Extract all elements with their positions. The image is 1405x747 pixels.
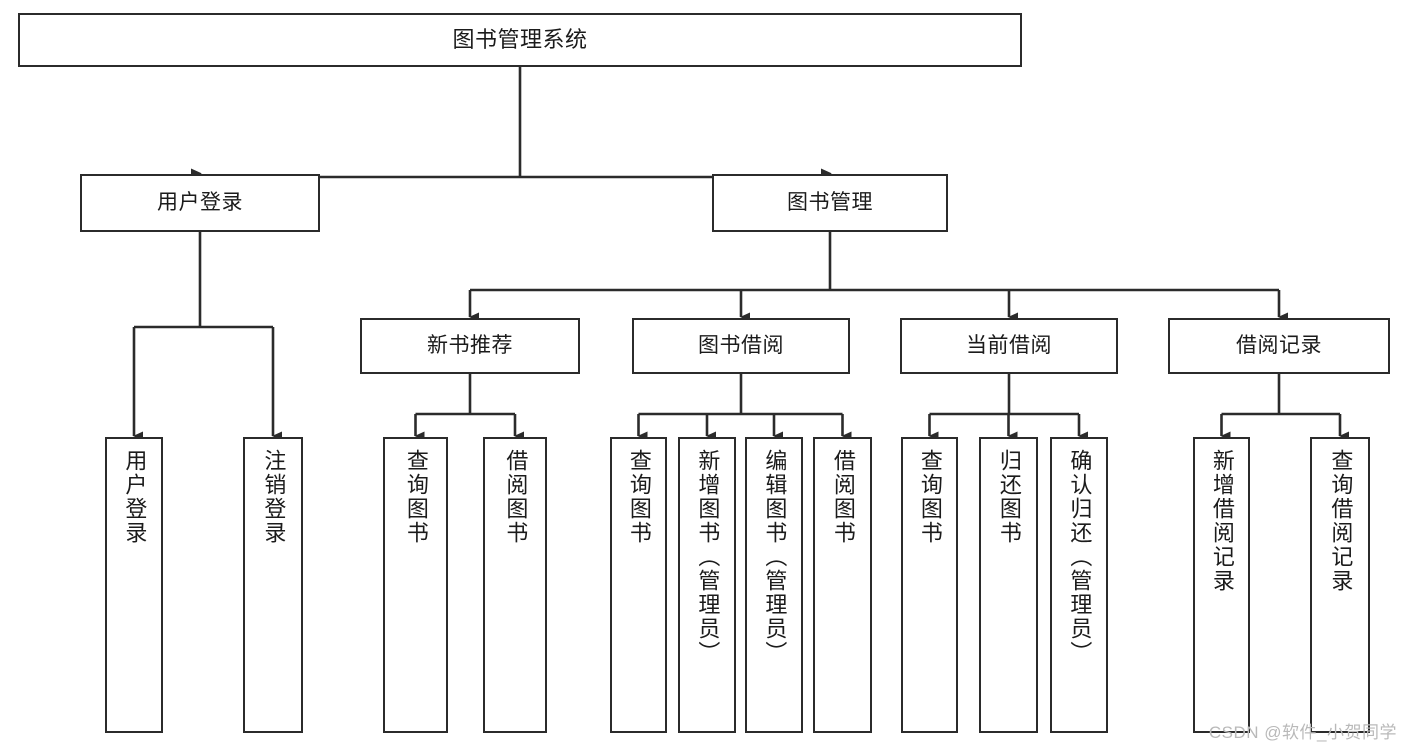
node-leaf-edit-book[interactable]: 编辑图书（管理员） — [745, 437, 803, 733]
node-borrow-record[interactable]: 借阅记录 — [1168, 318, 1390, 374]
node-book-manage[interactable]: 图书管理 — [712, 174, 948, 232]
node-label: 用户登录 — [122, 449, 148, 545]
node-label: 查询图书 — [626, 449, 652, 545]
node-label: 查询图书 — [917, 449, 943, 545]
node-book-borrow[interactable]: 图书借阅 — [632, 318, 850, 374]
node-label: 注销登录 — [261, 449, 287, 545]
node-leaf-borrow-book-1[interactable]: 借阅图书 — [483, 437, 547, 733]
node-label: 新增借阅记录 — [1209, 449, 1235, 593]
node-label: 借阅图书 — [830, 449, 856, 545]
node-label: 借阅图书 — [503, 449, 529, 545]
node-current-borrow[interactable]: 当前借阅 — [900, 318, 1118, 374]
node-leaf-add-record[interactable]: 新增借阅记录 — [1193, 437, 1250, 733]
node-new-book-rec[interactable]: 新书推荐 — [360, 318, 580, 374]
node-label: 查询图书 — [403, 449, 429, 545]
node-leaf-query-record[interactable]: 查询借阅记录 — [1310, 437, 1370, 733]
node-root[interactable]: 图书管理系统 — [18, 13, 1022, 67]
node-label: 图书管理 — [787, 190, 873, 214]
node-label: 当前借阅 — [966, 333, 1052, 357]
node-leaf-return-book[interactable]: 归还图书 — [979, 437, 1038, 733]
node-label: 借阅记录 — [1236, 333, 1322, 357]
node-leaf-logout[interactable]: 注销登录 — [243, 437, 303, 733]
node-label: 新增图书（管理员） — [695, 449, 721, 665]
node-label: 图书管理系统 — [452, 27, 588, 53]
node-leaf-borrow-book-2[interactable]: 借阅图书 — [813, 437, 872, 733]
node-label: 图书借阅 — [698, 333, 784, 357]
node-leaf-confirm-return[interactable]: 确认归还（管理员） — [1050, 437, 1108, 733]
node-leaf-query-book-3[interactable]: 查询图书 — [901, 437, 958, 733]
node-label: 确认归还（管理员） — [1067, 449, 1093, 665]
node-leaf-query-book-1[interactable]: 查询图书 — [383, 437, 448, 733]
node-label: 编辑图书（管理员） — [762, 449, 788, 665]
node-user-login[interactable]: 用户登录 — [80, 174, 320, 232]
node-leaf-query-book-2[interactable]: 查询图书 — [610, 437, 667, 733]
watermark-text: CSDN @软件_小贺同学 — [1208, 723, 1397, 742]
node-label: 查询借阅记录 — [1328, 449, 1354, 593]
node-leaf-add-book[interactable]: 新增图书（管理员） — [678, 437, 736, 733]
node-label: 归还图书 — [996, 449, 1022, 545]
node-label: 用户登录 — [157, 190, 243, 214]
node-leaf-user-login[interactable]: 用户登录 — [105, 437, 163, 733]
node-label: 新书推荐 — [427, 333, 513, 357]
